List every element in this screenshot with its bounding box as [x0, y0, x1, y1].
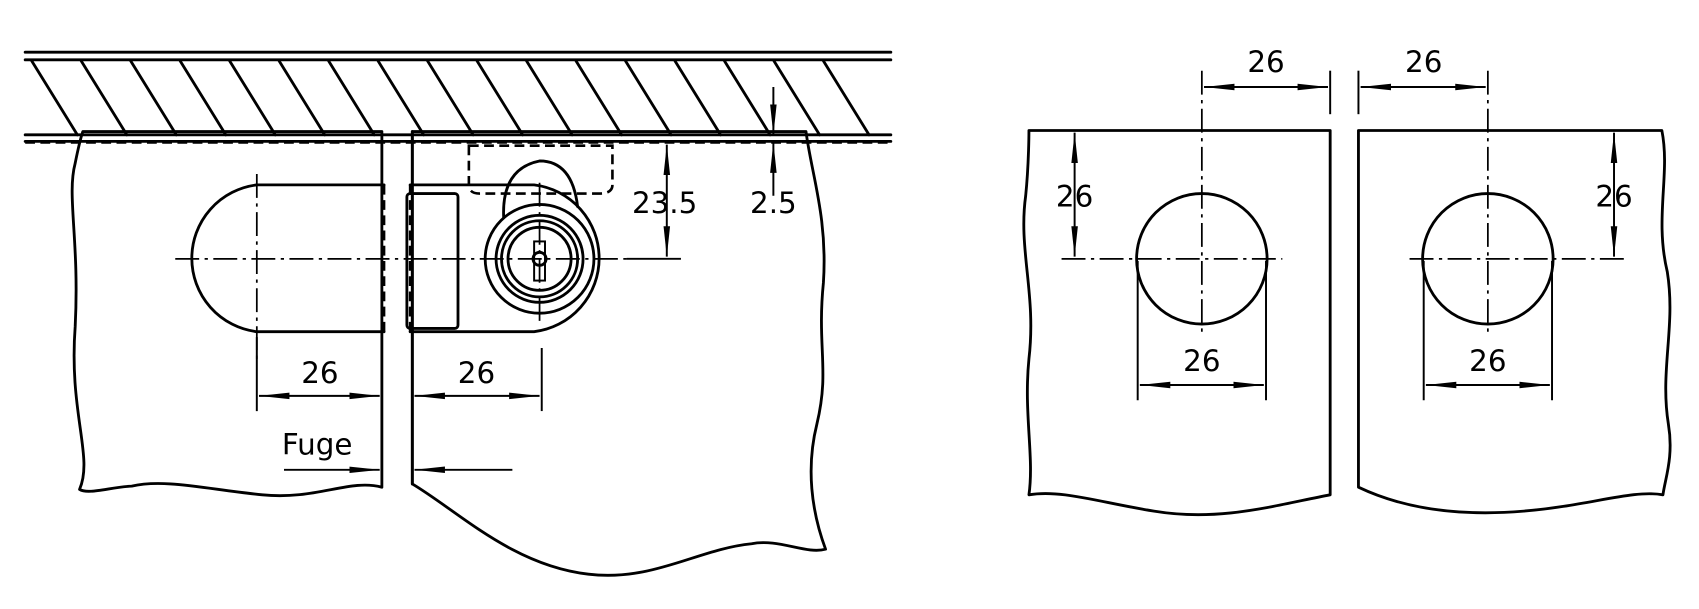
ceiling-hatched-section: [23, 50, 893, 143]
dim-keeper-width: 26: [301, 356, 338, 390]
hatch-line: [30, 59, 79, 137]
hatch-line: [821, 59, 871, 137]
hatch-line: [574, 59, 624, 137]
dim-height: 23.5: [632, 186, 697, 220]
dim-bore-left: 26: [1183, 344, 1220, 378]
dim-top-left: 26: [1247, 45, 1284, 79]
hatch-line: [129, 59, 178, 137]
hatch-line: [624, 59, 673, 137]
dim-side-right: 26: [1595, 180, 1632, 214]
hatch-line: [79, 59, 129, 137]
hatch-line: [525, 59, 574, 137]
dim-top-right: 26: [1405, 45, 1442, 79]
front-view-bore-positions: 26 26 26 26 26 26: [1022, 45, 1672, 517]
left-glass-panel: [1022, 129, 1332, 517]
side-view-lock-assembly: 26 26 23.5 2.5 Fuge: [23, 50, 893, 577]
left-door-panel: [70, 130, 384, 498]
gap-label: Fuge: [282, 428, 353, 462]
hatch-line: [178, 59, 228, 137]
hatch-line: [475, 59, 525, 137]
hatch-line: [327, 59, 376, 137]
hatch-line: [376, 59, 426, 137]
hatch-line: [426, 59, 475, 137]
right-glass-panel: [1357, 129, 1672, 515]
hatch-line: [673, 59, 723, 137]
dim-offset: 2.5: [750, 186, 797, 220]
hatch-line: [228, 59, 277, 137]
dim-lock-width: 26: [458, 356, 495, 390]
hatch-line: [277, 59, 327, 137]
right-door-panel: [410, 130, 827, 577]
hatch-line: [772, 59, 822, 137]
dim-side-left: 26: [1056, 180, 1093, 214]
hatch-line: [723, 59, 772, 137]
dim-bore-right: 26: [1469, 344, 1506, 378]
